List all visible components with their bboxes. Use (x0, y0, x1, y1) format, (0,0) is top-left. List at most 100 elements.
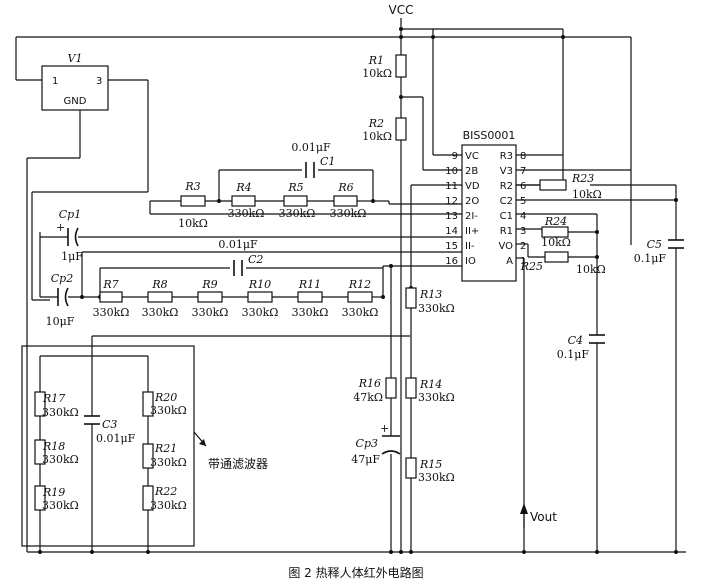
ic-pin-name-7: V3 (500, 166, 513, 177)
ic-pin-number-8: 8 (520, 151, 526, 162)
r20-name: R20 (154, 391, 177, 404)
capacitor-c5 (668, 239, 684, 249)
r1-name: R1 (368, 54, 384, 67)
ic-pin-number-6: 6 (520, 181, 526, 192)
cp1-name: Cp1 (59, 208, 81, 221)
resistor-r23 (539, 179, 567, 191)
ic-pin-number-15: 15 (445, 241, 458, 252)
ic-pin-number-16: 16 (445, 256, 458, 267)
ic-pin-name-5: C2 (500, 196, 513, 207)
r17-name: R17 (42, 392, 65, 405)
ic-pin-number-10: 10 (445, 166, 458, 177)
resistor-r6 (333, 195, 358, 207)
r20-value: 330kΩ (150, 404, 187, 417)
ic-pin-number-9: 9 (452, 151, 458, 162)
regulator-pin-bottom: GND (64, 96, 87, 107)
r23-name: R23 (571, 172, 594, 185)
r15-name: R15 (419, 458, 442, 471)
r6-value: 330kΩ (330, 207, 367, 220)
regulator-pin-left: 1 (52, 76, 58, 87)
resistor-r14 (405, 377, 417, 399)
resistor-r18 (34, 439, 46, 465)
r15-value: 330kΩ (418, 471, 455, 484)
cp2-value: 10μF (46, 315, 75, 328)
resistor-r19 (34, 485, 46, 511)
capacitors (57, 162, 684, 455)
resistor-r22 (142, 485, 154, 511)
capacitor-cp3 (381, 435, 401, 455)
cp3-value: 47μF (351, 453, 380, 466)
resistor-r12 (347, 291, 373, 303)
vout-arrow (520, 503, 528, 528)
r7-name: R7 (102, 278, 118, 291)
ic-pin-name-6: R2 (500, 181, 513, 192)
r19-value: 330kΩ (42, 499, 79, 512)
resistor-r13 (405, 287, 417, 309)
ic-pin-number-1: 1 (520, 256, 526, 267)
r4-name: R4 (235, 181, 251, 194)
r2-name: R2 (368, 117, 384, 130)
capacitor-c2 (233, 260, 243, 276)
capacitor-c3 (84, 415, 100, 425)
r21-name: R21 (154, 442, 177, 455)
r6-name: R6 (337, 181, 353, 194)
resistors (34, 54, 569, 511)
c2-name: C2 (248, 253, 263, 266)
c1-value: 0.01μF (291, 141, 331, 154)
r3-name: R3 (184, 180, 200, 193)
band-pass-filter: 带通滤波器 (21, 345, 268, 547)
resistor-r5 (283, 195, 308, 207)
resistor-r3 (180, 195, 206, 207)
ic-pin-name-15: II- (465, 241, 475, 252)
regulator-v1: V1 1 3 GND (41, 52, 109, 111)
r23-value: 10kΩ (572, 188, 602, 201)
resistor-r24 (541, 226, 569, 238)
ic-pin-name-8: R3 (500, 151, 513, 162)
cp2-name: Cp2 (51, 272, 73, 285)
cp3-plus: + (380, 422, 389, 435)
ic-pin-number-11: 11 (445, 181, 458, 192)
resistor-r16 (385, 377, 397, 399)
capacitor-c1 (305, 162, 315, 178)
r7-value: 330kΩ (93, 306, 130, 319)
ic-pin-name-14: II+ (465, 226, 479, 237)
ic-pin-name-12: 2O (465, 196, 479, 207)
c4-name: C4 (568, 334, 583, 347)
c5-name: C5 (647, 238, 662, 251)
c3-name: C3 (102, 418, 117, 431)
resistor-r20 (142, 391, 154, 417)
r9-name: R9 (201, 278, 217, 291)
resistor-r4 (231, 195, 256, 207)
regulator-pin-right: 3 (96, 76, 102, 87)
r19-name: R19 (42, 486, 65, 499)
figure-caption: 图 2 热释人体红外电路图 (288, 565, 423, 580)
r14-value: 330kΩ (418, 391, 455, 404)
band-pass-filter-label: 带通滤波器 (208, 457, 268, 471)
resistor-r21 (142, 443, 154, 469)
ic-pin-number-14: 14 (445, 226, 458, 237)
ic-pin-name-2: VO (498, 241, 513, 252)
junctions (38, 27, 678, 554)
r17-value: 330kΩ (42, 406, 79, 419)
ic-pin-name-4: C1 (500, 211, 513, 222)
r1-value: 10kΩ (362, 67, 392, 80)
c5-value: 0.1μF (634, 252, 667, 265)
r16-name: R16 (358, 377, 381, 390)
r3-value: 10kΩ (178, 217, 208, 230)
r22-value: 330kΩ (150, 499, 187, 512)
c3-value: 0.01μF (96, 432, 136, 445)
r18-name: R18 (42, 440, 65, 453)
r18-value: 330kΩ (42, 453, 79, 466)
r14-name: R14 (419, 378, 442, 391)
regulator-name: V1 (68, 52, 83, 65)
r11-name: R11 (298, 278, 321, 291)
wires (15, 18, 686, 553)
r5-name: R5 (287, 181, 303, 194)
r11-value: 330kΩ (292, 306, 329, 319)
ic-pin-name-3: R1 (500, 226, 513, 237)
capacitor-cp2 (57, 287, 69, 307)
cp1-value: 1μF (61, 250, 83, 263)
resistor-r15 (405, 457, 417, 479)
